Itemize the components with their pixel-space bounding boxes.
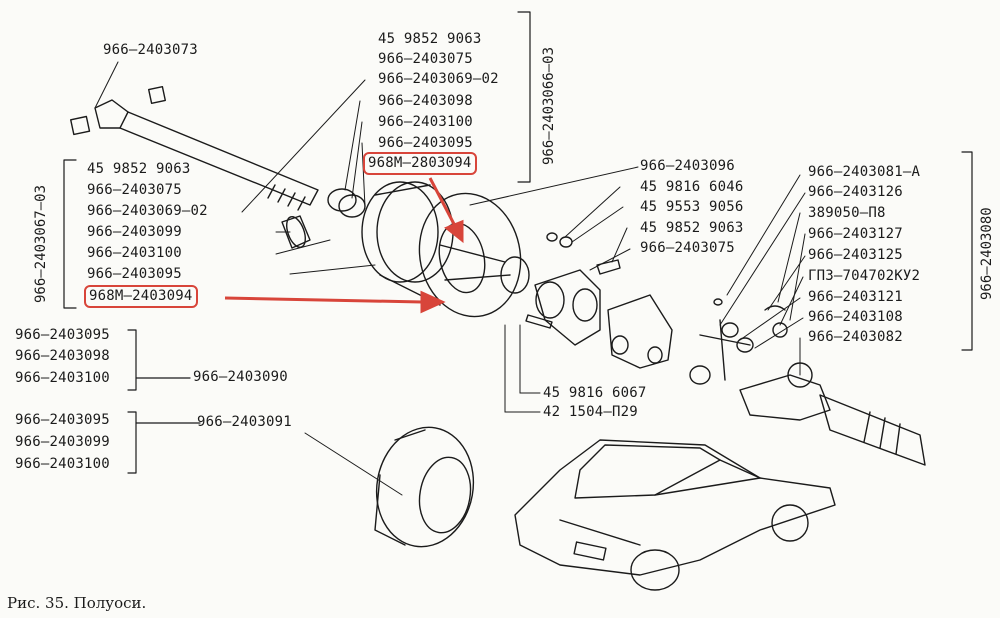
label-part: 45 9852 9063 xyxy=(87,161,191,177)
label-part-highlighted: 968М–2403094 xyxy=(84,285,198,308)
label-part: 966–2403095 xyxy=(87,266,182,282)
label-part: 966–2403096 xyxy=(640,158,735,174)
label-part: 966–2403100 xyxy=(15,456,110,472)
label-part: 966–2403100 xyxy=(15,370,110,386)
label-part: 45 9852 9063 xyxy=(640,220,744,236)
label-part: 966–2403100 xyxy=(87,245,182,261)
universal-joint xyxy=(607,294,926,466)
label-part: 45 9816 6046 xyxy=(640,179,744,195)
label-part: 966–2403095 xyxy=(378,135,473,151)
label-part: 966–2403121 xyxy=(808,289,903,305)
car-illustration xyxy=(514,439,836,591)
highlight-arrows xyxy=(224,177,464,314)
label-part: 966–2403100 xyxy=(378,114,473,130)
label-part: 966–2403108 xyxy=(808,309,903,325)
label-part: ГПЗ–704702КУ2 xyxy=(808,268,921,284)
label-part: 966–2403095 xyxy=(15,412,110,428)
label-part: 966–2403126 xyxy=(808,184,903,200)
label-part: 966–2403073 xyxy=(103,42,198,58)
brackets xyxy=(63,11,973,474)
label-part: 966–2403125 xyxy=(808,247,903,263)
label-part: 966–2403098 xyxy=(15,348,110,364)
label-part: 45 9553 9056 xyxy=(640,199,744,215)
label-part: 966–2403127 xyxy=(808,226,903,242)
label-part: 966–2403069–02 xyxy=(378,71,499,87)
label-part: 42 1504–П29 xyxy=(543,404,638,420)
label-part: 966–2403075 xyxy=(640,240,735,256)
flange-parts xyxy=(525,232,621,346)
label-part: 966–2403069–02 xyxy=(87,203,208,219)
leader-lines xyxy=(94,61,806,496)
vertical-label: 966–2403067–03 xyxy=(33,184,49,303)
label-part: 45 9816 6067 xyxy=(543,385,647,401)
label-part: 966–2403098 xyxy=(378,93,473,109)
figure-caption: Рис. 35. Полуоси. xyxy=(7,594,147,612)
label-part: 389050–П8 xyxy=(808,205,886,221)
label-part-highlighted: 968М–2803094 xyxy=(363,152,477,175)
label-part: 966–2403099 xyxy=(87,224,182,240)
hub-housing xyxy=(361,181,530,318)
label-part: 966–2403090 xyxy=(193,369,288,385)
label-part: 966–2403091 xyxy=(197,414,292,430)
vertical-label: 966–2403080 xyxy=(979,207,995,300)
label-part: 45 9852 9063 xyxy=(378,31,482,47)
axle-shaft xyxy=(70,85,366,249)
label-part: 966–2403075 xyxy=(378,51,473,67)
label-part: 966–2403095 xyxy=(15,327,110,343)
rubber-boot xyxy=(374,426,475,548)
label-part: 966–2403081–А xyxy=(808,164,921,180)
vertical-label: 966–2403066–03 xyxy=(541,46,557,165)
label-part: 966–2403075 xyxy=(87,182,182,198)
label-part: 966–2403082 xyxy=(808,329,903,345)
label-part: 966–2403099 xyxy=(15,434,110,450)
